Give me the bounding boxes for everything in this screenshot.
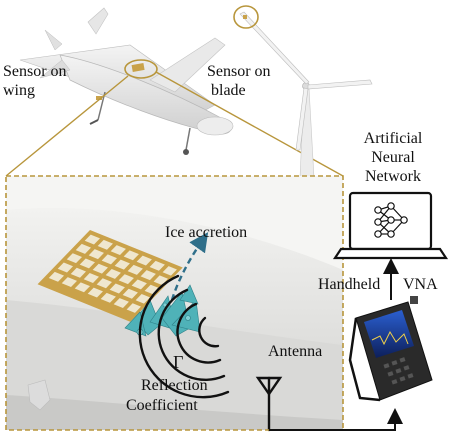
ann-label-2: Neural [371, 149, 415, 166]
signal-wave-icon [138, 274, 230, 399]
handheld-label: Handheld [318, 276, 380, 293]
sensor-on-wing-label-2: wing [3, 82, 35, 99]
sensor-on-blade-label-2: blade [211, 82, 246, 99]
sensor-on-wing-label-1: Sensor on [3, 63, 67, 80]
ann-label-1: Artificial [364, 130, 423, 147]
callout-line-left [5, 75, 129, 177]
ice-accretion-label: Ice accretion [165, 224, 247, 241]
wind-turbine-illustration [239, 11, 373, 179]
ice-accretion-arrow [170, 232, 209, 301]
coefficient-label: Coefficient [126, 397, 198, 414]
vna-label: VNA [403, 276, 438, 293]
neural-network-icon [374, 202, 408, 238]
antenna-to-vna-arrow [269, 408, 403, 431]
drone-illustration [19, 7, 234, 155]
antenna-icon [255, 376, 283, 432]
gamma-symbol: Γ [173, 352, 183, 372]
ann-label-3: Network [365, 168, 421, 185]
laptop-icon [332, 191, 449, 260]
antenna-label: Antenna [268, 343, 322, 360]
wing-closeup-panel [6, 176, 343, 432]
vna-device-illustration [348, 296, 433, 402]
callout-zoom-frame [5, 175, 344, 431]
reflection-label: Reflection [141, 377, 208, 394]
blade-callout-circle [233, 5, 259, 29]
metasurface-sensor [37, 230, 183, 322]
wing-callout-circle [124, 59, 158, 79]
sensor-on-blade-label-1: Sensor on [207, 63, 271, 80]
